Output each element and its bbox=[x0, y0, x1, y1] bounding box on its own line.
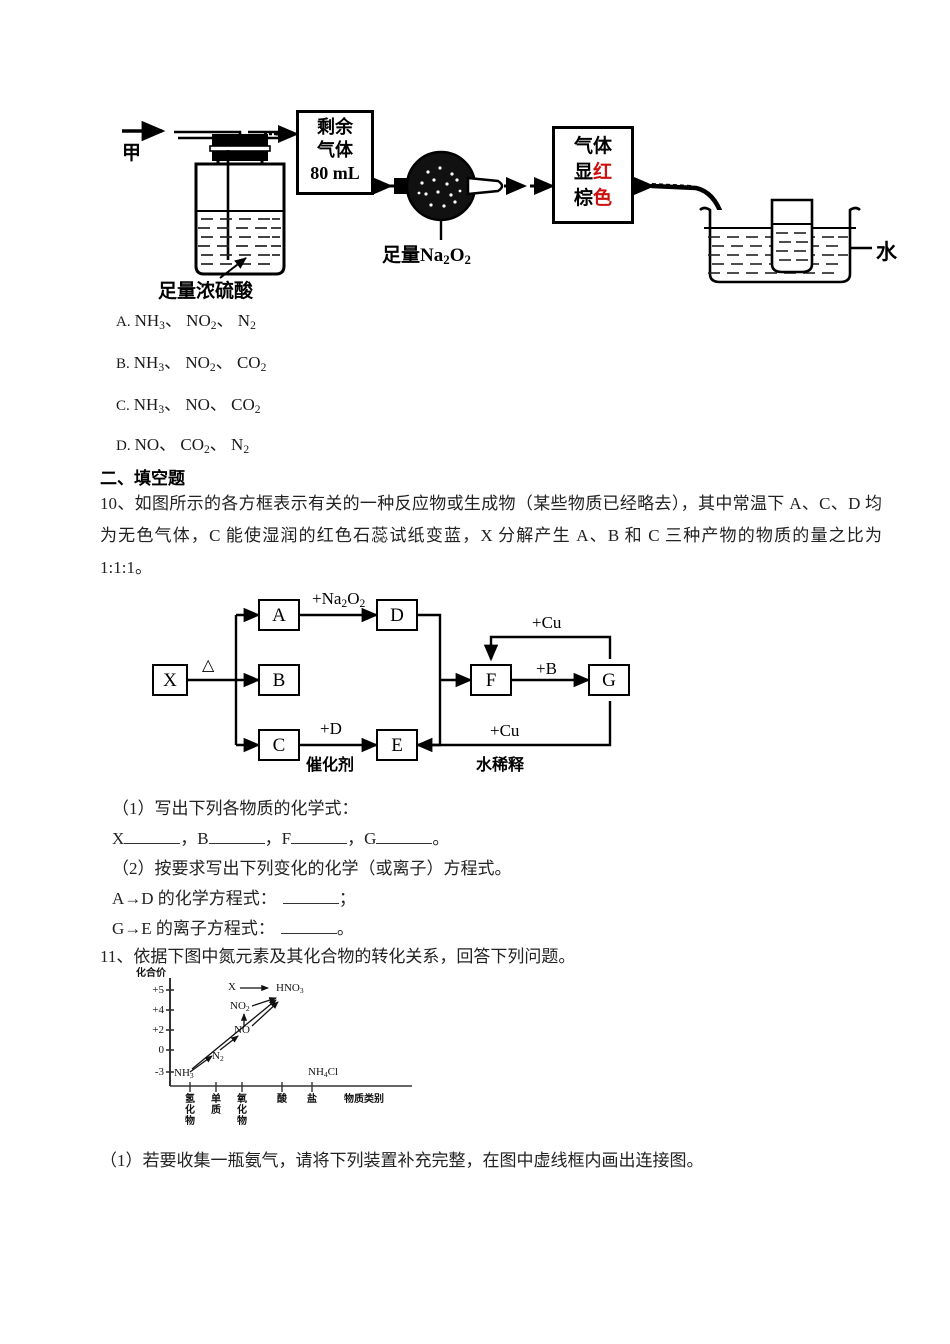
flow-label-heat: △ bbox=[202, 657, 215, 674]
oxidation-state-chart: 化合价 +5 +4 +2 0 -3 NH3 N2 NO NO2 HNO3 X N… bbox=[112, 968, 712, 1133]
flow-node-c: C bbox=[258, 729, 300, 761]
q10-ad-end: ； bbox=[338, 889, 356, 908]
option-c[interactable]: C. NH3、 NO、 CO2 bbox=[116, 390, 261, 416]
chart-xcat-salt: 盐 bbox=[307, 1094, 317, 1105]
apparatus-lines bbox=[122, 120, 872, 284]
apparatus-inlet-label: 甲 bbox=[122, 142, 142, 164]
flow-label-g-to-f: +Cu bbox=[532, 613, 562, 632]
residual-gas-volume: 80 mL bbox=[310, 163, 360, 183]
flow-label-f-to-g: +B bbox=[536, 659, 557, 678]
chart-point-n2: N2 bbox=[212, 1050, 224, 1063]
residual-gas-line-2: 气体 bbox=[317, 140, 353, 161]
option-c-letter: C. bbox=[116, 398, 130, 414]
chart-xcat-element: 单质 bbox=[211, 1094, 221, 1116]
q10-ge-end: 。 bbox=[336, 919, 354, 938]
flow-node-a: A bbox=[258, 599, 300, 631]
question-11-stem: 11、依据下图中氮元素及其化合物的转化关系，回答下列问题。 bbox=[100, 947, 576, 966]
flow-label-c-to-e-bottom: 催化剂 bbox=[306, 755, 355, 774]
flow-label-g-to-e-bottom: 水稀释 bbox=[476, 755, 525, 774]
q10-sub2-line1: A→D 的化学方程式： ； bbox=[112, 886, 356, 912]
flow-label-c-to-e-top: +D bbox=[320, 719, 342, 738]
chart-xcat-oxide: 氧化物 bbox=[237, 1094, 247, 1127]
q10-sub2-line2: G→E 的离子方程式： 。 bbox=[112, 916, 354, 942]
chart-ytick-neg3: -3 bbox=[154, 1066, 164, 1078]
chart-ytick-2: +2 bbox=[152, 1024, 164, 1036]
q10-blank-g[interactable] bbox=[376, 843, 433, 844]
question-10-stem: 10、如图所示的各方框表示有关的一种反应物或生成物（某些物质已经略去），其中常温… bbox=[100, 494, 882, 577]
residual-gas-box: 剩余 气体 80 mL bbox=[296, 110, 374, 195]
chart-point-hno3: HNO3 bbox=[276, 982, 304, 995]
q11-sub1: （1）若要收集一瓶氨气，请将下列装置补充完整，在图中虚线框内画出连接图。 bbox=[100, 1151, 704, 1170]
q10-sub1-blanks: X ，B ，F ，G 。 bbox=[112, 826, 449, 852]
q10-blank-x-label: X bbox=[112, 829, 125, 848]
water-label: 水 bbox=[876, 240, 897, 264]
q10-ad-blank[interactable] bbox=[282, 903, 339, 904]
flow-node-f: F bbox=[470, 664, 512, 696]
gas-color-box: 气体 显红 棕色 bbox=[552, 126, 634, 224]
option-b-formulas: NH3、 NO2、 CO2 bbox=[133, 353, 267, 374]
flow-node-e: E bbox=[376, 729, 418, 761]
flow-label-a-to-d: +Na2O2 bbox=[312, 589, 366, 610]
na2o2-caption: 足量Na2O2 bbox=[382, 240, 471, 268]
section-heading: 二、填空题 bbox=[100, 469, 185, 488]
q10-blank-f[interactable] bbox=[291, 843, 348, 844]
q10-ge-blank[interactable] bbox=[280, 933, 337, 934]
q10-sub2-title: （2）按要求写出下列变化的化学（或离子）方程式。 bbox=[112, 859, 512, 878]
chart-point-no: NO bbox=[234, 1024, 250, 1036]
chart-point-nh4cl: NH4Cl bbox=[308, 1066, 339, 1079]
flow-node-g: G bbox=[588, 664, 630, 696]
q10-blank-f-label: ，F bbox=[264, 829, 292, 848]
option-d-formulas: NO、 CO2、 N2 bbox=[134, 435, 250, 456]
chart-xcat-acid: 酸 bbox=[277, 1094, 287, 1105]
na2o2-caption-prefix: 足量 bbox=[382, 244, 421, 266]
flow-node-x: X bbox=[152, 664, 188, 696]
option-a-letter: A. bbox=[116, 314, 131, 330]
option-c-formulas: NH3、 NO、 CO2 bbox=[133, 395, 261, 416]
q10-blank-b[interactable] bbox=[208, 843, 265, 844]
q10-ge-label: G→E 的离子方程式： bbox=[112, 919, 275, 938]
chart-xcat-hydride: 氢化物 bbox=[185, 1094, 195, 1127]
flow-node-b: B bbox=[258, 664, 300, 696]
flow-label-g-to-e-top: +Cu bbox=[490, 721, 520, 740]
apparatus-diagram: 甲 足量浓硫酸 剩余 气体 80 mL 足量Na2O2 气体 显红 棕色 水 bbox=[100, 88, 897, 302]
chart-point-no2: NO2 bbox=[230, 1000, 250, 1013]
chart-ytick-0: 0 bbox=[158, 1044, 165, 1056]
residual-gas-line-1: 剩余 bbox=[317, 117, 353, 138]
gas-color-se: 色 bbox=[593, 187, 613, 209]
gas-color-line-2: 显红 bbox=[555, 159, 631, 185]
option-a[interactable]: A. NH3、 NO2、 N2 bbox=[116, 306, 256, 332]
gas-color-line-3: 棕色 bbox=[555, 185, 631, 211]
washing-bottle-caption: 足量浓硫酸 bbox=[158, 280, 254, 302]
option-b[interactable]: B. NH3、 NO2、 CO2 bbox=[116, 348, 266, 374]
flow-node-d: D bbox=[376, 599, 418, 631]
option-d[interactable]: D. NO、 CO2、 N2 bbox=[116, 430, 249, 456]
q10-blank-end: 。 bbox=[432, 829, 450, 848]
q10-blank-b-label: ，B bbox=[180, 829, 209, 848]
chart-point-nh3: NH3 bbox=[174, 1067, 194, 1080]
q10-sub1-title: （1）写出下列各物质的化学式： bbox=[112, 799, 359, 818]
chart-point-x: X bbox=[228, 981, 236, 993]
gas-color-line-1: 气体 bbox=[573, 135, 612, 157]
q10-blank-x[interactable] bbox=[124, 843, 181, 844]
chart-ytick-5: +5 bbox=[152, 984, 164, 996]
na2o2-formula: Na2O2 bbox=[420, 245, 471, 268]
gas-color-xian: 显 bbox=[573, 161, 593, 183]
option-d-letter: D. bbox=[116, 438, 131, 454]
chart-xlabel: 物质类别 bbox=[344, 1094, 384, 1105]
option-b-letter: B. bbox=[116, 356, 130, 372]
chart-ytick-4: +4 bbox=[152, 1004, 164, 1016]
gas-color-hong: 红 bbox=[593, 161, 613, 183]
q10-blank-g-label: ，G bbox=[347, 829, 377, 848]
q10-ad-label: A→D 的化学方程式： bbox=[112, 889, 277, 908]
chart-ylabel: 化合价 bbox=[136, 968, 166, 979]
option-a-formulas: NH3、 NO2、 N2 bbox=[134, 311, 256, 332]
chart-axes-and-arrows bbox=[166, 978, 412, 1092]
flowchart-lines bbox=[188, 607, 612, 753]
gas-color-zong: 棕 bbox=[573, 187, 593, 209]
conversion-flowchart: X A B C D E F G △ +Na2O2 +D 催化剂 +Cu +B +… bbox=[140, 585, 760, 780]
